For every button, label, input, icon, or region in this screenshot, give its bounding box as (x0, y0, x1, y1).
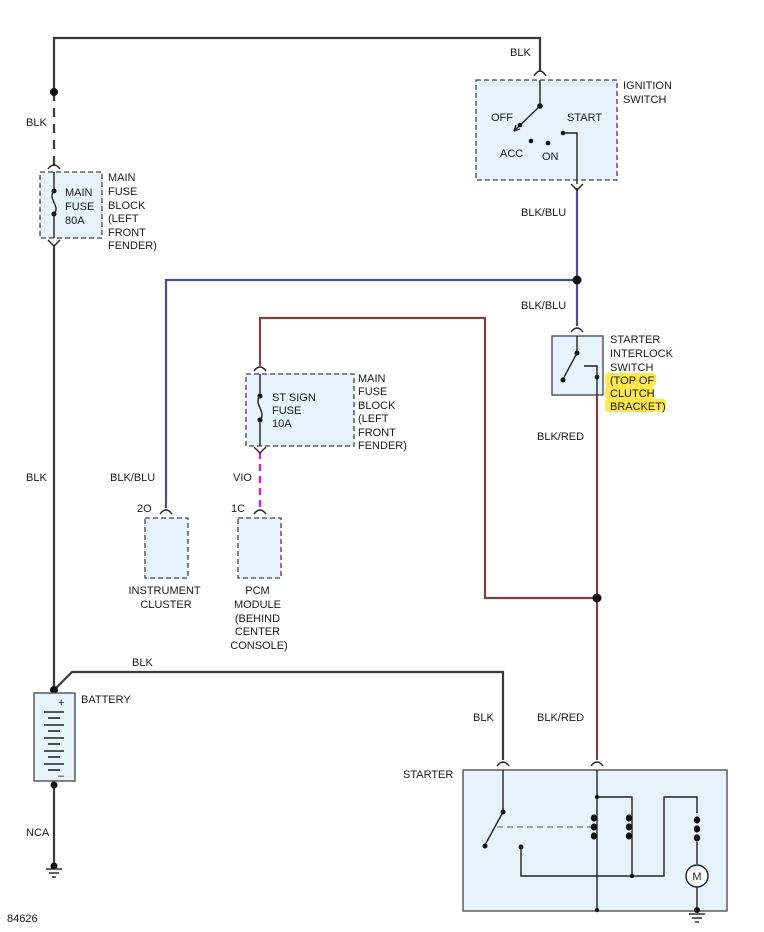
starter-label: STARTER (403, 769, 453, 781)
battery-box (33, 692, 76, 782)
ignition-on-label: ON (542, 151, 559, 163)
main-fuse-80a-box (39, 171, 103, 239)
splice-dot-blu (572, 275, 582, 285)
main-fuse-80a-text: MAIN FUSE 80A (65, 187, 97, 227)
splice-dot-blk-top (50, 88, 58, 96)
ignition-connector-top (533, 70, 547, 77)
pcm-module-label: PCM MODULE (BEHIND CENTER CONSOLE) (230, 585, 287, 652)
st-sign-fuse-box (245, 373, 355, 447)
ignition-acc-label: ACC (500, 148, 523, 160)
st-sign-fuse-block-label: MAIN FUSE BLOCK (LEFT FRONT FENDER) (358, 373, 407, 452)
splice-dot-red (592, 593, 602, 603)
ignition-off-label: OFF (491, 112, 513, 124)
splice-dot-battery (50, 686, 58, 694)
starter-ground-icon (689, 913, 705, 923)
interlock-highlight-2 (605, 386, 654, 399)
wire-blk-top (52, 36, 542, 92)
starter-box (462, 769, 728, 912)
label-blk-battery-top: BLK (132, 657, 153, 669)
wire-blk-battery-starter (53, 670, 505, 760)
label-blk-blu-interlock: BLK/BLU (521, 300, 566, 312)
starter-interlock-blade (561, 352, 578, 382)
main-fuse-block-80a-label: MAIN FUSE BLOCK (LEFT FRONT FENDER) (108, 172, 157, 252)
pcm-module-box (237, 517, 282, 579)
starter-interlock-label: STARTER INTERLOCK SWITCH (TOP OF CLUTCH … (610, 334, 676, 413)
interlock-highlight-1 (605, 373, 656, 386)
label-blk-left-lower: BLK (26, 472, 47, 484)
splice-dot-nca (50, 781, 58, 789)
starter-coil-pull-in (590, 814, 598, 840)
diagram-id: 84626 (7, 913, 38, 925)
interlock-highlight-3 (605, 399, 666, 412)
battery-cells (44, 711, 64, 771)
starter-solenoid-blade (484, 811, 504, 846)
label-vio: VIO (233, 472, 252, 484)
ignition-start-label: START (567, 112, 602, 124)
label-blk-red-lower: BLK/RED (537, 712, 584, 724)
battery-plus: + (58, 697, 64, 709)
label-blk-starter: BLK (473, 712, 494, 724)
battery-minus: – (58, 770, 65, 782)
label-nca: NCA (26, 827, 50, 839)
ign-contact-off (517, 122, 523, 128)
ignition-switch-label: IGNITION SWITCH (623, 80, 675, 106)
label-blk-red-upper: BLK/RED (537, 431, 584, 443)
ground-icon (46, 868, 62, 878)
battery-label: BATTERY (81, 694, 131, 706)
label-blk-left-upper: BLK (26, 117, 47, 129)
pcm-module-pin: 1C (231, 503, 245, 515)
wire-blk-red-branch (258, 316, 597, 600)
label-blk-blu-cluster: BLK/BLU (110, 472, 155, 484)
ign-contact-acc (528, 138, 534, 144)
starter-coil-hold-in (625, 814, 633, 840)
ign-contact-on (545, 140, 551, 146)
label-blk-top-right: BLK (510, 47, 531, 59)
instrument-cluster-pin: 2O (137, 503, 152, 515)
ignition-switch-box (475, 79, 618, 181)
starter-coil-field (693, 816, 701, 842)
ignition-switch-blade (513, 105, 541, 132)
wire-blk-blu-cluster (164, 278, 577, 508)
starter-motor-label: M (692, 871, 701, 883)
instrument-cluster-label: INSTRUMENT CLUSTER (129, 585, 204, 611)
instrument-cluster-box (144, 517, 189, 579)
ignition-connector-bottom (570, 183, 584, 191)
splice-dot-ground (50, 862, 58, 870)
st-sign-fuse-text: ST SIGN FUSE 10A (272, 392, 319, 430)
label-blk-blu-ign: BLK/BLU (521, 207, 566, 219)
